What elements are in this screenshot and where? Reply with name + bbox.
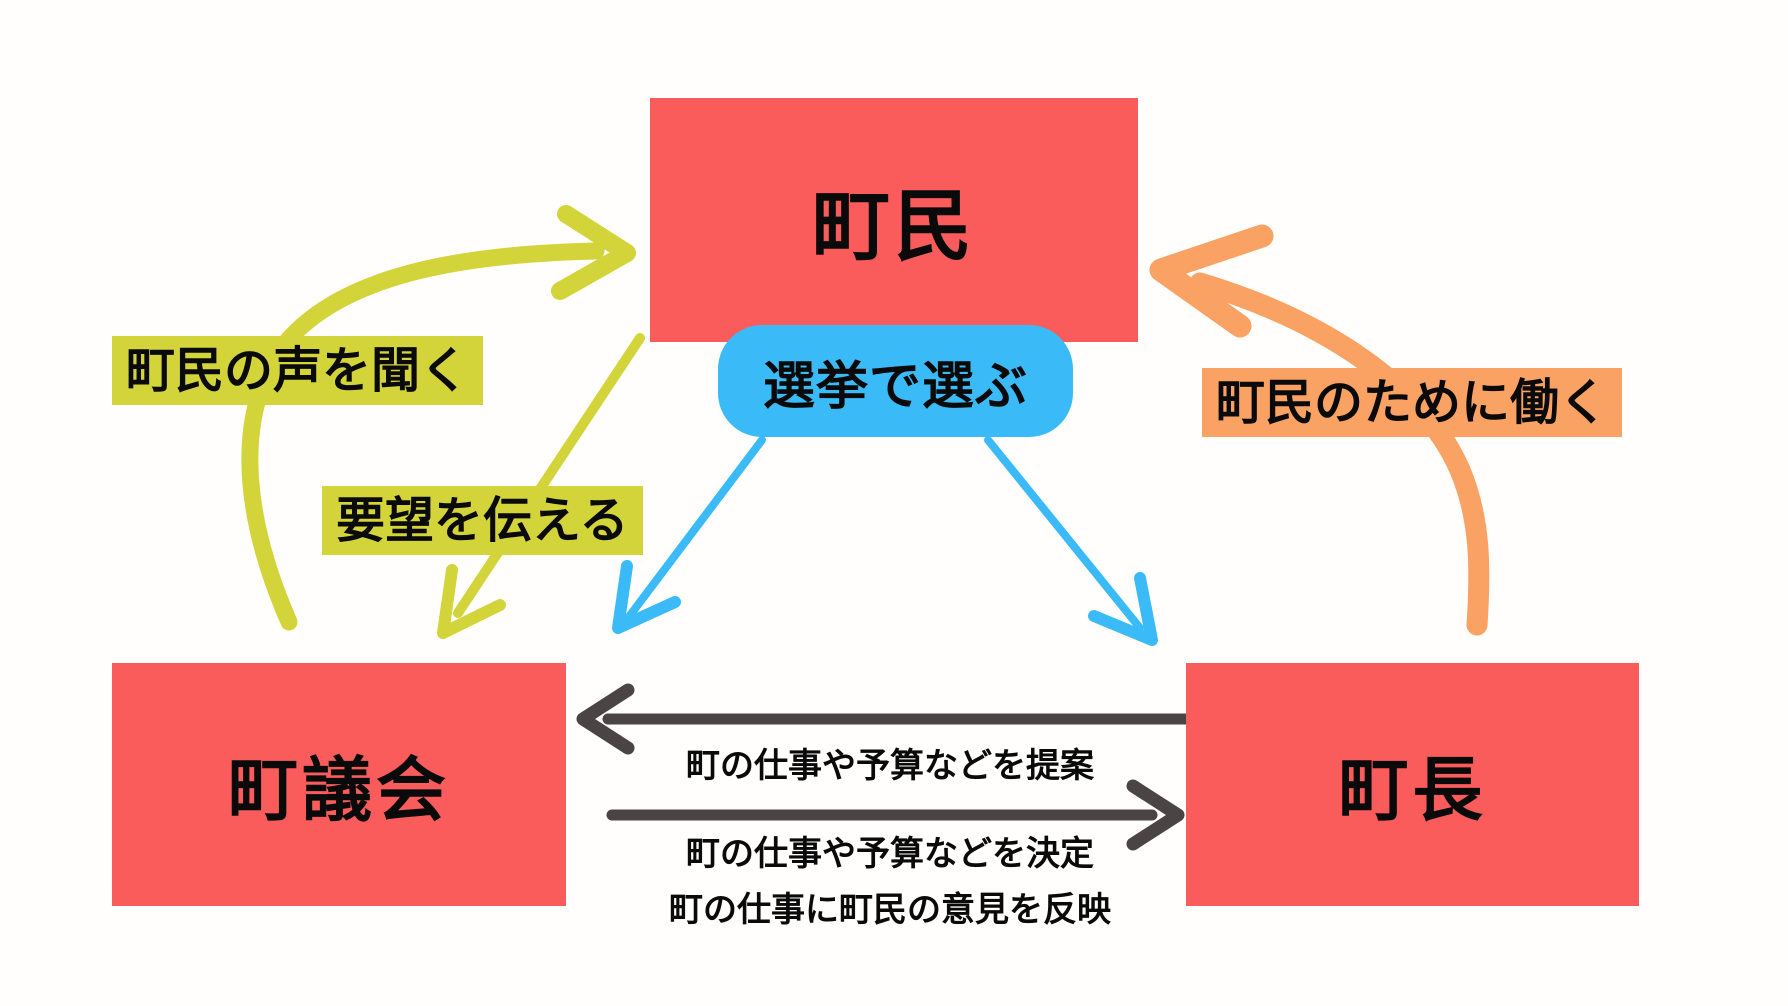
mayor-node: 町長	[1186, 663, 1639, 906]
request-tag: 要望を伝える	[322, 486, 643, 556]
election-to-mayor-arrow	[984, 436, 1158, 646]
listen-tag: 町民の声を聞く	[112, 336, 484, 406]
election-to-council-arrow	[612, 436, 766, 634]
council-to-mayor-arrow	[606, 779, 1185, 851]
council-node: 町議会	[112, 663, 566, 906]
council-label: 町議会	[228, 749, 450, 831]
reflect-caption: 町の仕事に町民の意見を反映	[669, 890, 1111, 930]
townspeople-node: 町民	[650, 98, 1138, 342]
mayor-to-townspeople-arrow	[1149, 224, 1490, 636]
propose-caption: 町の仕事や予算などを提案	[686, 746, 1094, 786]
election-label: 選挙で選ぶ	[762, 356, 1028, 417]
decide-caption: 町の仕事や予算などを決定	[686, 834, 1094, 874]
council-to-townspeople-arrow	[241, 205, 636, 631]
election-pill: 選挙で選ぶ	[718, 325, 1073, 437]
mayor-to-council-arrow	[576, 683, 1192, 755]
townspeople-to-council-arrow	[437, 333, 645, 639]
work-tag: 町民のために働く	[1202, 368, 1623, 438]
mayor-label: 町長	[1338, 749, 1487, 831]
townspeople-label: 町民	[811, 182, 976, 272]
